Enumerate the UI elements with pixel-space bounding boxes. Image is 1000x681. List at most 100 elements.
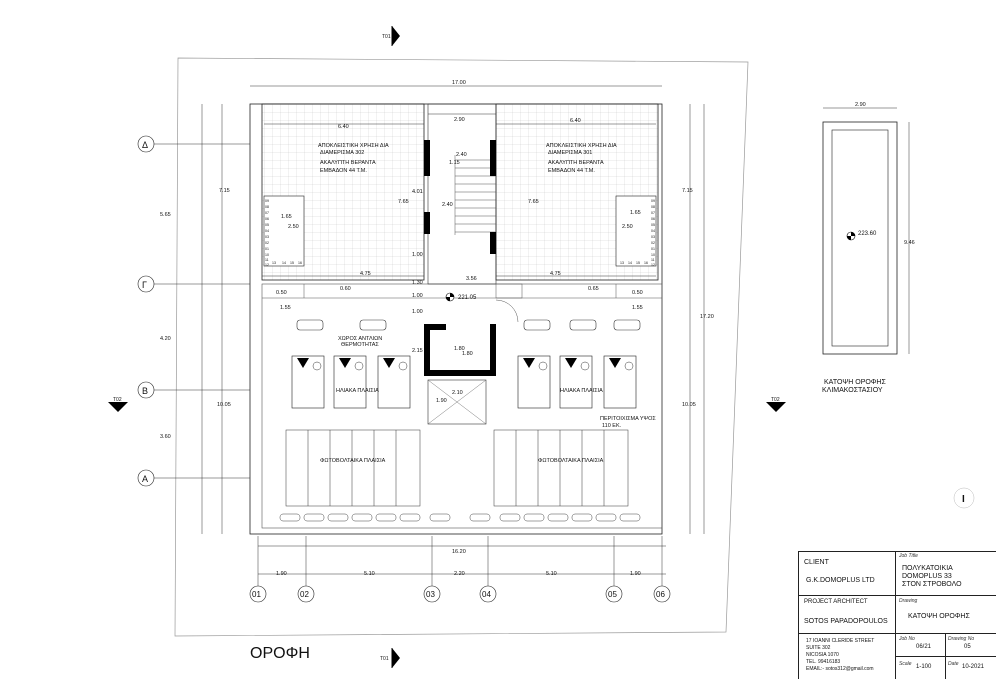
drawing-value: ΚΑΤΟΨΗ ΟΡΟΦΗΣ (908, 613, 970, 620)
dim-text: 10.05 (217, 402, 231, 408)
dim-text: 1.90 (630, 571, 641, 577)
step-number: 15 (290, 261, 294, 265)
dim-text: 2.40 (456, 152, 467, 158)
address-1: 17 IOANNI CLERIDE STREET (806, 638, 875, 644)
room-label: ΑΠΟΚΛΕΙΣΤΙΚΗ ΧΡΗΣΗ ΔΙΑ (546, 143, 617, 149)
step-number: 16 (644, 261, 648, 265)
step-number: 04 (651, 229, 655, 233)
section-label-left: T02 (113, 397, 122, 403)
section-label-right: T02 (771, 397, 780, 403)
dim-text: 6.40 (570, 118, 581, 124)
section-arrow-right (766, 402, 786, 412)
pv-panels-left (285, 429, 421, 507)
dim-text: 1.90 (436, 398, 447, 404)
step-number: 15 (636, 261, 640, 265)
address-2: SUITE 302 (806, 645, 831, 651)
room-label: ΑΚΑΛΥΠΤΗ ΒΕΡΑΝΤΑ (320, 160, 376, 166)
job-no: 06/21 (916, 644, 932, 650)
section-label-bottom: T01 (380, 656, 389, 662)
date-label: Date (948, 661, 959, 667)
room-label: ΦΩΤΟΒΟΛΤΑΙΚΑ ΠΛΑΙΣΙΑ (538, 458, 604, 464)
drawing-label: Drawing (899, 598, 918, 604)
title-block: CLIENT G.K.DOMOPLUS LTD Job Title ΠΟΛΥΚΑ… (798, 551, 996, 679)
step-number: 02 (265, 241, 269, 245)
solar-collectors-left (291, 355, 411, 409)
step-number: 11 (265, 258, 269, 262)
step-number: 14 (628, 261, 632, 265)
architect-value: SOTOS PAPADOPOULOS (804, 618, 888, 625)
step-number: 05 (265, 223, 269, 227)
dim-text: 7.65 (528, 199, 539, 205)
step-number: 08 (651, 205, 655, 209)
stair-core (427, 103, 497, 285)
step-number: 09 (265, 199, 269, 203)
bottom-edge-units (279, 513, 641, 522)
dim-text: 4.75 (550, 271, 561, 277)
step-number: 09 (651, 199, 655, 203)
dim-text: 1.30 (412, 280, 423, 286)
stairhouse-level-marker (846, 231, 856, 241)
step-number: 10 (651, 253, 655, 257)
step-number: 07 (651, 211, 655, 215)
dim-text: 6.40 (338, 124, 349, 130)
dim-text: 1.00 (412, 309, 423, 315)
step-number: 03 (651, 235, 655, 239)
dim-text: 2.50 (622, 224, 633, 230)
step-number: 08 (265, 205, 269, 209)
step-number: 02 (651, 241, 655, 245)
room-label: ΑΠΟΚΛΕΙΣΤΙΚΗ ΧΡΗΣΗ ΔΙΑ (318, 143, 389, 149)
dim-text: 7.65 (398, 199, 409, 205)
dim-text: 1.00 (412, 293, 423, 299)
dim-text: 5.65 (160, 212, 171, 218)
room-label: ΗΛΙΑΚΑ ΠΛΑΙΣΙΑ (336, 388, 379, 394)
dim-text: 0.50 (276, 290, 287, 296)
grid-col-label: 05 (608, 590, 617, 599)
dim-text: 7.15 (219, 188, 230, 194)
step-number: 07 (265, 211, 269, 215)
step-number: 03 (265, 235, 269, 239)
lower-room (427, 379, 487, 425)
stair-steps (454, 155, 496, 235)
level-stairhouse: 223.60 (858, 231, 877, 237)
stairhouse-title-1: ΚΑΤΟΨΗ ΟΡΟΦΗΣ (824, 379, 886, 386)
room-label: ΕΜΒΑΔΟΝ 44 Τ.Μ. (320, 168, 367, 174)
step-number: 06 (265, 217, 269, 221)
left-stair-block (263, 195, 305, 267)
date-value: 10-2021 (962, 664, 985, 670)
step-number: 06 (651, 217, 655, 221)
step-number: 05 (651, 223, 655, 227)
drawing-no-label: Drawing No (948, 636, 975, 642)
dim-text: 2.90 (454, 117, 465, 123)
dim-text: 4.75 (360, 271, 371, 277)
dim-text: 3.60 (160, 434, 171, 440)
dim-text: 16.20 (452, 549, 466, 555)
room-label: ΔΙΑΜΕΡΙΣΜΑ 302 (320, 150, 364, 156)
step-number: 01 (265, 247, 269, 251)
grid-col-markers (249, 585, 671, 603)
level-main: 221.05 (458, 295, 477, 301)
dim-text: 1.80 (462, 351, 473, 357)
grid-col-label: 04 (482, 590, 491, 599)
step-number: 12 (651, 263, 655, 267)
dim-text: 2.10 (452, 390, 463, 396)
stairhouse-outline (822, 121, 898, 355)
grid-row-markers (137, 135, 155, 487)
grid-col-label: 01 (252, 590, 261, 599)
dim-text: 17.20 (700, 314, 714, 320)
grid-col-label: 03 (426, 590, 435, 599)
grid-row-label: Α (142, 474, 148, 484)
room-label: ΑΚΑΛΥΠΤΗ ΒΕΡΑΝΤΑ (548, 160, 604, 166)
rooftop-units (296, 319, 641, 331)
step-number: 13 (272, 261, 276, 265)
client-value: G.K.DOMOPLUS LTD (806, 577, 875, 584)
dim-text: 0.60 (340, 286, 351, 292)
step-number: 12 (265, 263, 269, 267)
dim-text: 1.55 (632, 305, 643, 311)
room-label: ΕΜΒΑΔΟΝ 44 Τ.Μ. (548, 168, 595, 174)
dim-text: 17.00 (452, 80, 466, 86)
dim-text: 1.80 (454, 346, 465, 352)
level-marker (445, 292, 455, 302)
client-label: CLIENT (804, 559, 829, 566)
core-walls (424, 140, 496, 376)
job-no-label: Job No (899, 636, 915, 642)
